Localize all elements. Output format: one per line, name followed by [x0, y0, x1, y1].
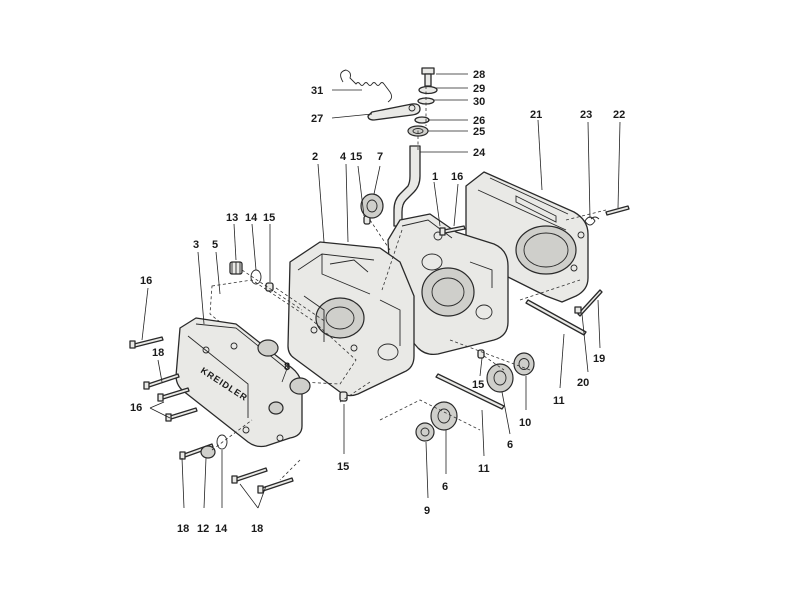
- callout-16-left: 16: [140, 275, 152, 287]
- callout-2: 2: [312, 151, 318, 163]
- callout-6-right: 6: [507, 439, 513, 451]
- pin-15-lower: [339, 391, 348, 402]
- assembly-lines: [211, 86, 607, 481]
- clip-23: [584, 216, 600, 226]
- screw-18-left: [143, 373, 180, 390]
- screws-18-bottom-right: [231, 467, 294, 494]
- callout-21: 21: [530, 109, 542, 121]
- callout-11-lower: 11: [478, 463, 490, 475]
- seal-9: [415, 422, 435, 442]
- leader-lines: [141, 73, 621, 509]
- bearing-6-right: [486, 363, 514, 393]
- stud-11-upper: [525, 299, 587, 336]
- callout-26: 26: [473, 115, 485, 127]
- callout-7: 7: [377, 151, 383, 163]
- bolt-28: [421, 67, 435, 87]
- callout-15-bottom: 15: [337, 461, 349, 473]
- callout-22: 22: [613, 109, 625, 121]
- screw-16-left: [129, 336, 164, 349]
- callout-29: 29: [473, 83, 485, 95]
- washer-29: [418, 85, 438, 95]
- stud-20: [574, 306, 582, 314]
- callout-13: 13: [226, 212, 238, 224]
- selector-shaft: [393, 145, 421, 227]
- washer-26: [414, 116, 430, 124]
- screw-16-upper: [439, 225, 466, 236]
- callout-1: 1: [432, 171, 438, 183]
- center-crankcase-half: [287, 241, 415, 397]
- bearing-6-lower: [430, 401, 458, 431]
- oring-14-bottom: [216, 434, 228, 450]
- gasket: [209, 279, 357, 385]
- callout-8: 8: [284, 361, 290, 373]
- callout-labels: 28 29 30 31 27 26 25 24 21 23 22 2 4 15 …: [130, 69, 625, 535]
- bearing-7: [360, 193, 384, 219]
- callout-10: 10: [519, 417, 531, 429]
- callout-16-group: 16: [130, 402, 142, 414]
- callout-18-bottom: 18: [177, 523, 189, 535]
- callout-24: 24: [473, 147, 486, 159]
- callout-4: 4: [340, 151, 347, 163]
- callout-19: 19: [593, 353, 605, 365]
- selector-lever: [367, 103, 421, 121]
- callout-20: 20: [577, 377, 589, 389]
- return-spring: [340, 69, 393, 103]
- callout-14-top: 14: [245, 212, 258, 224]
- callout-12: 12: [197, 523, 209, 535]
- callout-23: 23: [580, 109, 592, 121]
- callout-9: 9: [424, 505, 430, 517]
- callout-18-bottom-right: 18: [251, 523, 263, 535]
- callout-18-left: 18: [152, 347, 164, 359]
- callout-27: 27: [311, 113, 323, 125]
- callout-6-lower: 6: [442, 481, 448, 493]
- bearing-10: [513, 352, 535, 376]
- callout-15-top: 15: [350, 151, 362, 163]
- pin-15-right: [477, 349, 485, 359]
- pin-15-top: [265, 282, 274, 292]
- callout-30: 30: [473, 96, 485, 108]
- callout-28: 28: [473, 69, 485, 81]
- screw-22: [605, 205, 630, 216]
- right-crankcase-half: [387, 213, 509, 356]
- callout-15-left: 15: [263, 212, 275, 224]
- callout-11-right: 11: [553, 395, 565, 407]
- callout-14-bottom: 14: [215, 523, 228, 535]
- left-side-cover: KREIDLER: [175, 317, 311, 448]
- callout-5: 5: [212, 239, 218, 251]
- plug-12: [200, 445, 216, 459]
- callout-31: 31: [311, 85, 323, 97]
- stud-19: [577, 289, 603, 317]
- plug-13: [229, 261, 243, 275]
- callout-3: 3: [193, 239, 199, 251]
- callout-15-right: 15: [472, 379, 484, 391]
- stud-11-lower: [435, 373, 505, 410]
- callout-16-top: 16: [451, 171, 463, 183]
- callout-25: 25: [473, 126, 485, 138]
